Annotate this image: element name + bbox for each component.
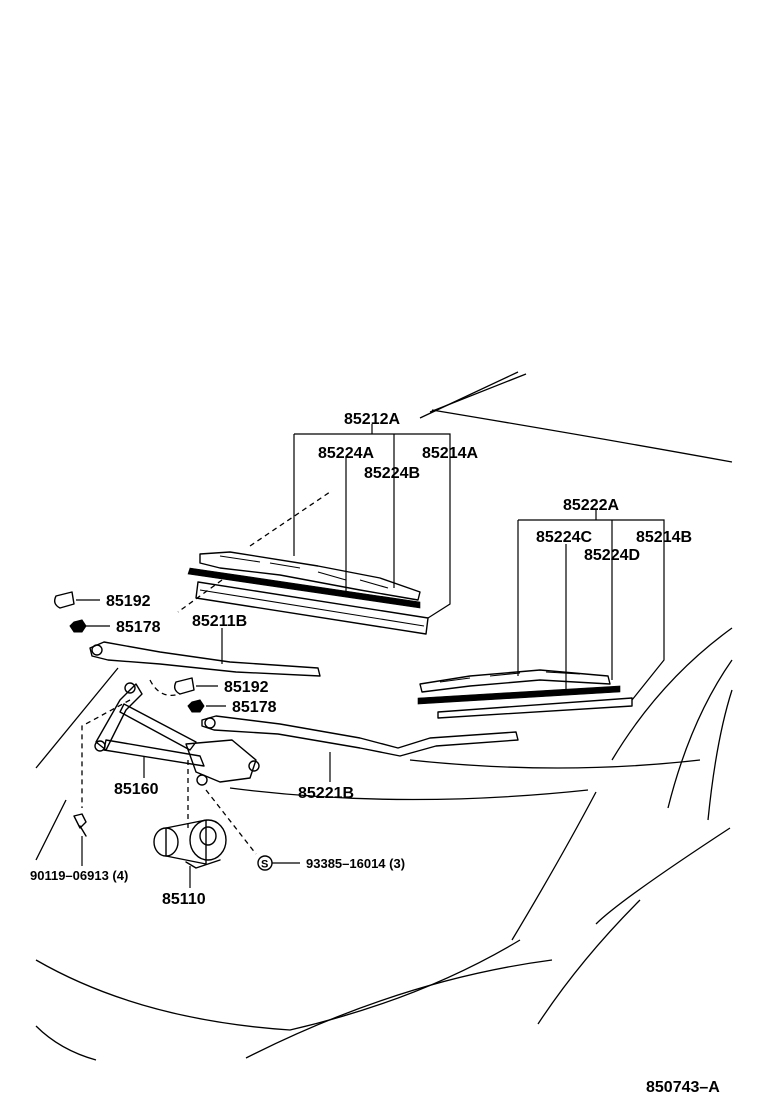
bumper-curve-left (35, 1025, 97, 1061)
wiper-linkage (81, 491, 331, 855)
label-85214A: 85214A (422, 445, 478, 462)
blade-refill (437, 697, 633, 719)
bolt-90119-head (73, 813, 87, 829)
motor-gear-cover (199, 826, 217, 846)
hood-rear-edge (229, 787, 589, 801)
linkage-pivot-left (95, 683, 143, 751)
linkage-dash-screw (205, 789, 257, 855)
arm-body (89, 641, 321, 677)
linkage-dash-bolt-left (81, 699, 131, 808)
label-85222A: 85222A (563, 497, 619, 514)
part-labels: 85212A 85224A 85214A 85224B 85222A 85224… (30, 411, 720, 1096)
label-85224C: 85224C (536, 529, 592, 546)
label-85224B: 85224B (364, 465, 420, 482)
label-85212A: 85212A (344, 411, 400, 428)
label-85178-mid: 85178 (232, 699, 277, 716)
cap-85192-mid (173, 677, 195, 695)
linkage-pivot-right (185, 739, 257, 783)
blade-frame (419, 669, 611, 693)
small-parts (53, 591, 273, 871)
wiper-arm-85221B (201, 715, 519, 757)
linkage-rod-upper (119, 703, 197, 751)
blade-rubber (417, 685, 621, 705)
bumper-curve-right (245, 959, 553, 1059)
windshield-edge-line-2 (429, 373, 527, 413)
motor-gearbox (189, 819, 227, 861)
leader-lines (76, 424, 665, 888)
nut-85178-mid (187, 699, 205, 713)
linkage-bushing-bottom (196, 774, 208, 786)
cowl-line (409, 759, 701, 769)
label-85214B: 85214B (636, 529, 692, 546)
fender-line (511, 791, 597, 941)
wiper-arm-85211B (89, 641, 321, 697)
arm-dash-link (149, 679, 181, 697)
label-85224D: 85224D (584, 547, 640, 564)
bracket-85222A (517, 519, 665, 701)
label-85192-mid: 85192 (224, 679, 269, 696)
roof-line (431, 409, 733, 463)
blade-frame-ribs (439, 671, 581, 683)
label-85110: 85110 (162, 891, 206, 908)
label-93385-16014: 93385–16014 (3) (306, 856, 405, 871)
blade-frame-ribs (219, 555, 389, 589)
blade-dash-top (249, 491, 331, 547)
linkage-bushing-left (94, 740, 106, 752)
vehicle-body-outline (35, 371, 733, 1061)
linkage-bushing-right (248, 760, 260, 772)
blade-frame (199, 551, 421, 601)
blade-refill-line (199, 589, 425, 627)
label-85224A: 85224A (318, 445, 374, 462)
label-85160: 85160 (114, 781, 159, 798)
blade-dash-link (177, 579, 223, 613)
label-85178-top: 85178 (116, 619, 161, 636)
blade-refill (195, 581, 429, 635)
arm-pivot (204, 717, 216, 729)
hood-left-edge-lower (35, 799, 67, 861)
fender-crease-line (595, 827, 731, 925)
label-85211B: 85211B (192, 613, 247, 630)
wiper-blade-driver (187, 551, 429, 635)
figure-code: 850743–A (646, 1079, 720, 1096)
a-pillar-curve-1 (611, 627, 733, 761)
hood-front-curve (35, 939, 521, 1031)
headlight-line (537, 899, 641, 1025)
wiper-motor (153, 819, 227, 869)
motor-bracket (185, 859, 221, 869)
a-pillar-curve-3 (707, 689, 733, 821)
wiper-blade-passenger (417, 669, 633, 719)
arm-pivot (91, 644, 103, 656)
hood-left-edge (35, 667, 119, 769)
label-85192-top: 85192 (106, 593, 151, 610)
blade-rubber (187, 567, 421, 609)
arm-body (201, 715, 519, 757)
a-pillar-curve-2 (667, 659, 733, 809)
cap-85192-top (53, 591, 75, 609)
label-90119-06913: 90119–06913 (4) (30, 868, 128, 883)
nut-85178-top (69, 619, 87, 633)
linkage-bushing-top (124, 682, 136, 694)
bolt-90119-shank (79, 825, 87, 837)
label-85221B: 85221B (298, 785, 354, 802)
label-s-symbol: S (261, 859, 268, 871)
